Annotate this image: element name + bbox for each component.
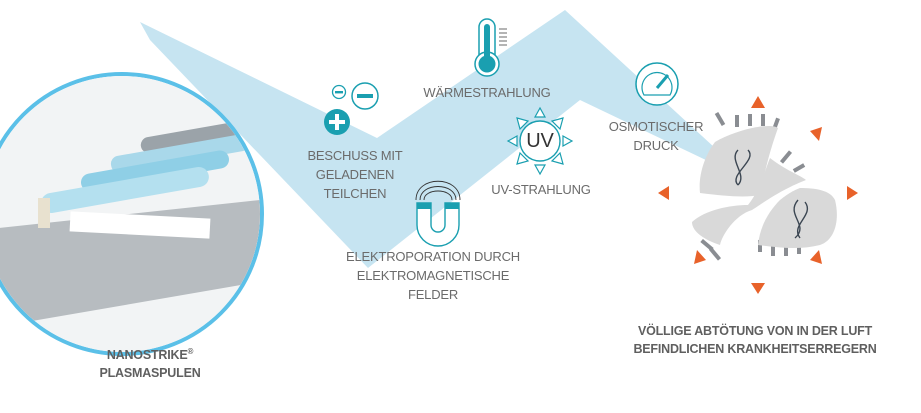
outward-arrows — [658, 96, 858, 294]
uv-sun-icon — [506, 106, 574, 176]
label-thermal-radiation: WÄRMESTRAHLUNG — [423, 85, 551, 100]
label-line: BESCHUSS MIT — [307, 148, 403, 163]
label-charged-particles: BESCHUSS MIT GELADENEN TEILCHEN — [307, 146, 402, 203]
label-line: PLASMASPULEN — [99, 366, 201, 381]
dna-icon — [734, 149, 808, 239]
pressure-gauge-icon — [635, 62, 679, 106]
label-line: VÖLLIGE ABTÖTUNG VON IN DER LUFT — [637, 324, 873, 338]
label-result: VÖLLIGE ABTÖTUNG VON IN DER LUFT BEFINDL… — [633, 322, 876, 358]
magnet-icon — [415, 180, 461, 247]
label-line: ELEKTROPORATION DURCH — [346, 249, 520, 264]
plasma-coil-photo — [0, 72, 264, 356]
label-electroporation: ELEKTROPORATION DURCH ELEKTROMAGNETISCHE… — [346, 247, 520, 304]
label-line: FELDER — [407, 287, 459, 302]
label-uv-radiation: UV-STRAHLUNG — [491, 182, 591, 197]
thermometer-icon — [474, 18, 507, 77]
charged-particles-icon — [324, 82, 379, 135]
label-line: NANOSTRIKE — [106, 348, 188, 363]
label-nanostrike-coils: NANOSTRIKE® PLASMASPULEN — [99, 343, 200, 382]
label-line: ELEKTROMAGNETISCHE — [356, 268, 510, 283]
label-line: GELADENEN — [315, 167, 395, 182]
plasma-beam — [140, 10, 752, 268]
label-line: DRUCK — [633, 138, 679, 153]
label-line: TEILCHEN — [323, 186, 387, 201]
virus-fragments — [692, 111, 837, 261]
coil-rollers — [41, 118, 260, 214]
label-line: OSMOTISCHER — [608, 119, 704, 134]
label-osmotic-pressure: OSMOTISCHER DRUCK — [609, 117, 704, 155]
uv-icon-text: UV — [526, 130, 554, 152]
virus-spikes — [700, 111, 831, 261]
label-line: BEFINDLICHEN KRANKHEITSERREGERN — [633, 342, 877, 356]
registered-mark: ® — [187, 347, 194, 356]
